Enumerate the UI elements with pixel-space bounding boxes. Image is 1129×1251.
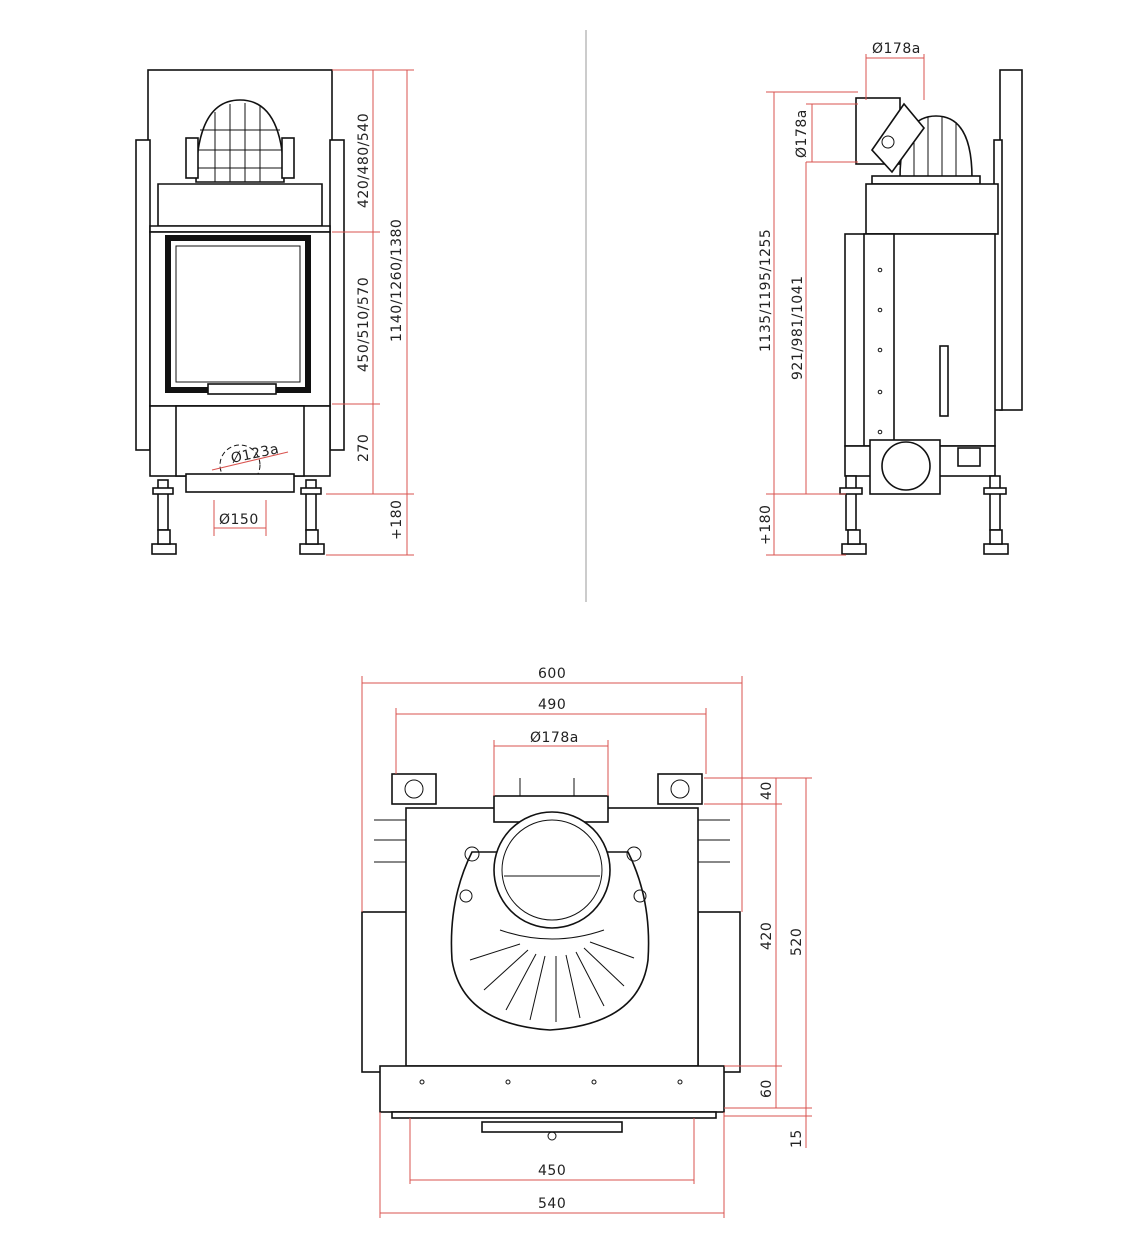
top-offset-back-label: 40 — [759, 781, 775, 800]
outlet-icon — [185, 444, 295, 493]
front-base-height-label: 270 — [356, 434, 372, 462]
front-leg-extension-label: +180 — [389, 500, 405, 540]
top-view: 600 490 Ø178a 450 540 40 420 520 60 15 — [361, 666, 812, 1218]
top-overall-width-label: 600 — [538, 666, 566, 682]
side-flue-diameter-label: Ø178a — [872, 41, 921, 57]
top-fan-icon — [450, 811, 650, 1031]
front-view: Ø123a Ø150 420/480/540 450/510/570 270 1… — [135, 69, 414, 556]
flue-collector-icon — [185, 99, 295, 183]
top-overall-depth-label: 520 — [789, 928, 805, 956]
top-body-depth-label: 420 — [759, 922, 775, 950]
top-base-offset-label: 15 — [789, 1129, 805, 1148]
front-lower-outlet-diameter-label: Ø150 — [219, 512, 259, 528]
side-total-height-label: 1135/1195/1255 — [758, 229, 774, 352]
top-inner-width-label: 490 — [538, 697, 566, 713]
door-glass — [165, 235, 311, 393]
front-upper-height-label: 420/480/540 — [356, 113, 372, 208]
side-body-height-label: 921/981/1041 — [790, 275, 806, 380]
top-front-depth-label: 60 — [759, 1079, 775, 1098]
side-outlet-icon — [881, 441, 931, 491]
top-base-inner-width-label: 450 — [538, 1163, 566, 1179]
top-flue-diameter-label: Ø178a — [530, 730, 579, 746]
side-legs — [839, 475, 1009, 555]
front-legs — [151, 479, 325, 555]
side-fan-icon — [870, 102, 973, 179]
side-flue-diameter-vertical-label: Ø178a — [794, 109, 810, 158]
top-base-outer-width-label: 540 — [538, 1196, 566, 1212]
front-total-height-label: 1140/1260/1380 — [389, 219, 405, 342]
front-door-height-label: 450/510/570 — [356, 277, 372, 372]
side-leg-extension-label: +180 — [758, 505, 774, 545]
side-view: Ø178a Ø178a 1135/1195/1255 921/981/1041 … — [758, 41, 1023, 556]
